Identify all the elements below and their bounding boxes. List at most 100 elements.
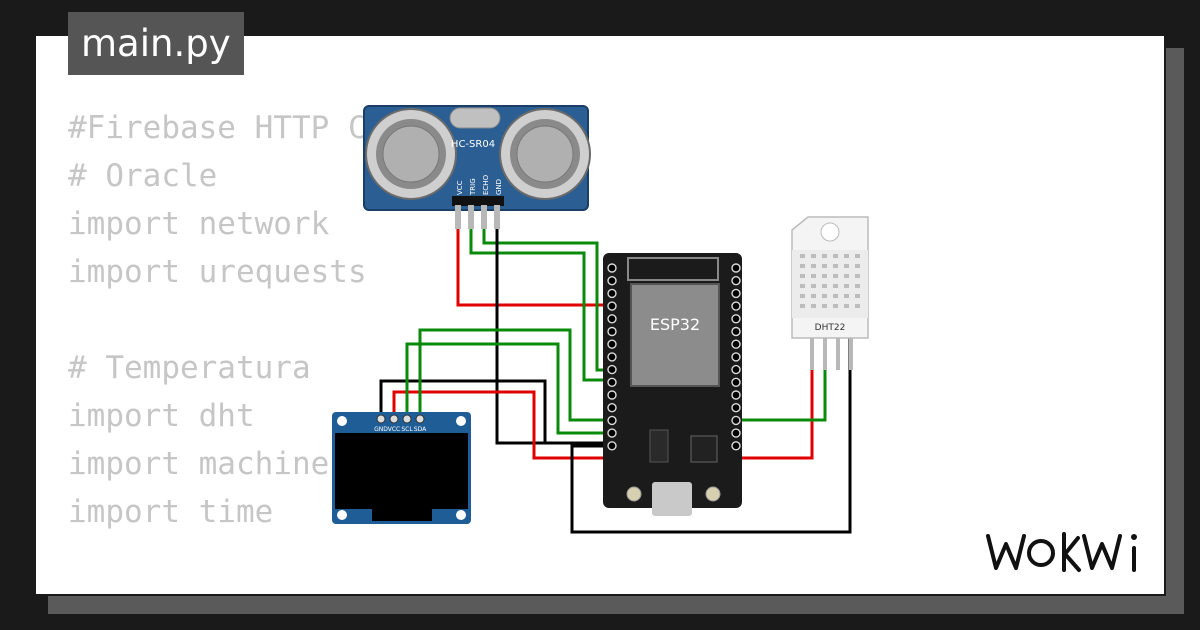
dht22-vent: [822, 274, 827, 278]
esp32-pin: [607, 326, 617, 337]
wire-oled-scl: [405, 342, 612, 435]
esp32-pin: [731, 403, 741, 413]
code-line: import time: [68, 494, 274, 530]
esp32-pin: [731, 390, 741, 400]
dht22-vent: [800, 304, 805, 308]
dht22-vent: [844, 304, 849, 308]
dht22-vent: [822, 304, 827, 308]
dht22-vent: [800, 264, 805, 268]
esp32-pin: [607, 301, 617, 311]
oled-pin-label: GND: [374, 426, 388, 433]
dht22-sensor[interactable]: DHT22: [791, 216, 869, 370]
esp32-pin: [607, 415, 617, 426]
dht22-vent: [844, 274, 849, 278]
dht22-vent: [800, 294, 805, 298]
esp32-pin: [607, 377, 617, 387]
code-line: import machine: [68, 446, 330, 482]
oled-pin-label: SDA: [414, 426, 427, 433]
dht22-vent: [822, 254, 827, 258]
esp32-pin: [731, 352, 741, 362]
dht22-vent: [833, 274, 838, 278]
dht22-vent: [811, 294, 816, 298]
wire-oled-gnd: [379, 379, 612, 445]
esp32-board[interactable]: ESP32: [603, 253, 742, 516]
ultrasonic-sensor[interactable]: HC-SR04 VCC TRIG ECHO GND: [363, 105, 591, 229]
wire-dht-vcc: [736, 338, 814, 460]
dht22-vent: [800, 274, 805, 278]
wire-oled-sda: [418, 328, 612, 422]
dht22-vent: [811, 254, 816, 258]
dht22-vent: [855, 254, 860, 258]
esp32-pin: [607, 288, 617, 299]
esp32-pin: [731, 301, 741, 311]
esp32-pin: [607, 263, 617, 273]
esp32-pin: [731, 288, 741, 299]
wire-dht-gnd: [570, 338, 852, 534]
dht22-vent: [822, 284, 827, 288]
esp32-pin: [607, 314, 617, 324]
wokwi-logo: [986, 532, 1137, 572]
esp32-pin: [607, 441, 617, 451]
esp32-pin: [731, 326, 741, 337]
dht22-vent: [811, 274, 816, 278]
esp32-pin: [607, 364, 617, 375]
dht22-vent: [822, 294, 827, 298]
wire-trig-green: [469, 228, 612, 382]
esp32-label: ESP32: [650, 315, 700, 334]
code-line: import network: [68, 206, 330, 242]
dht22-vent: [811, 284, 816, 288]
esp32-pin: [731, 377, 741, 387]
oled-pin-label: VCC: [388, 426, 400, 433]
dht22-vent: [844, 294, 849, 298]
code-line: # Temperatura: [68, 350, 311, 386]
esp32-pin: [607, 339, 617, 349]
dht22-vent: [833, 284, 838, 288]
dht22-vent: [800, 254, 805, 258]
dht22-vent: [800, 284, 805, 288]
esp32-pin: [731, 263, 741, 273]
dht22-vent: [833, 304, 838, 308]
esp32-pin: [607, 390, 617, 400]
oled-display[interactable]: GND VCC SCL SDA: [332, 412, 471, 524]
dht22-vent: [855, 274, 860, 278]
ultrasonic-pin-label: ECHO: [482, 174, 490, 195]
dht22-vent: [855, 294, 860, 298]
oled-pin-label: SCL: [401, 426, 413, 433]
wire-gnd-black: [495, 228, 612, 445]
esp32-pin: [731, 364, 741, 375]
dht22-vent: [811, 264, 816, 268]
dht22-vent: [811, 304, 816, 308]
dht22-vent: [844, 284, 849, 288]
esp32-pin: [731, 314, 741, 324]
esp32-pin: [607, 428, 617, 438]
wire-echo-green: [482, 228, 612, 372]
dht22-vent: [844, 254, 849, 258]
code-line: import dht: [68, 398, 255, 434]
ultrasonic-pin-label: VCC: [456, 180, 464, 195]
dht22-vent: [855, 264, 860, 268]
dht22-vent: [844, 264, 849, 268]
code-line: # Oracle: [68, 158, 218, 194]
ultrasonic-pin-label: GND: [495, 179, 503, 195]
esp32-pin: [731, 428, 741, 438]
wires: [379, 228, 852, 534]
file-name-tab[interactable]: main.py: [68, 12, 244, 75]
ultrasonic-pin-label: TRIG: [469, 178, 477, 196]
code-line: # Pantalla LED: [68, 584, 591, 594]
esp32-pin: [731, 415, 741, 426]
dht22-vent: [822, 264, 827, 268]
esp32-pin: [731, 276, 741, 286]
dht22-vent: [833, 264, 838, 268]
dht22-vent: [855, 304, 860, 308]
esp32-pin: [607, 276, 617, 286]
esp32-pin: [607, 403, 617, 413]
code-preview: #Firebase HTTP C # Oracle import network…: [68, 104, 591, 594]
dht22-vent: [833, 294, 838, 298]
wire-oled-vcc: [392, 390, 612, 460]
code-line: import urequests: [68, 254, 367, 290]
dht22-vent: [855, 284, 860, 288]
dht22-label: DHT22: [815, 323, 846, 333]
wire-vcc-red: [456, 228, 612, 307]
ultrasonic-label: HC-SR04: [451, 139, 495, 150]
